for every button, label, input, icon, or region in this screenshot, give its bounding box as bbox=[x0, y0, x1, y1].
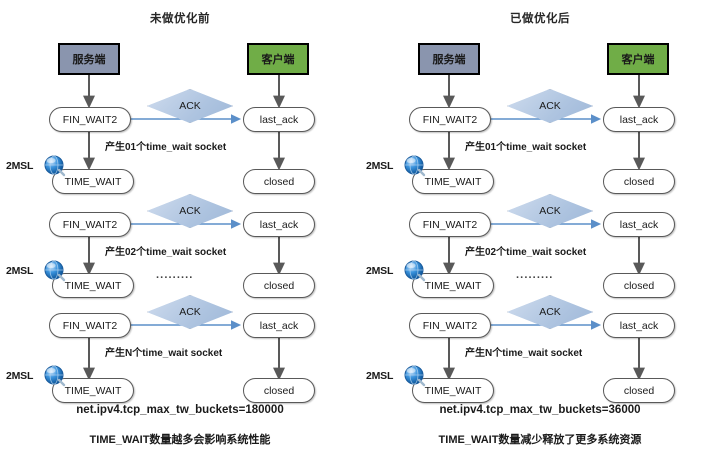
socket-note-row2-before: 产生02个time_wait socket bbox=[105, 247, 227, 258]
ellipsis-after: ········· bbox=[516, 272, 554, 284]
endpoint-client-before: 客户端 bbox=[247, 43, 309, 75]
ack-diamond-row3-after: ACK bbox=[507, 295, 593, 329]
sysctl-caption-before: net.ipv4.tcp_max_tw_buckets=180000 bbox=[76, 404, 284, 416]
clock-globe-icon-row1-before bbox=[44, 155, 66, 177]
socket-note-row1-after: 产生01个time_wait socket bbox=[465, 142, 587, 153]
node-closed-row1-before: closed bbox=[243, 169, 315, 194]
clock-globe-icon-row3-before bbox=[44, 365, 66, 387]
endpoint-server-before: 服务端 bbox=[58, 43, 120, 75]
ack-label-row1-before: ACK bbox=[179, 100, 201, 112]
panel-after-optimization: 已做优化后 bbox=[360, 0, 720, 452]
ack-diamond-row2-after: ACK bbox=[507, 194, 593, 228]
node-fin-wait2-row3-after: FIN_WAIT2 bbox=[409, 313, 491, 338]
socket-note-row3-after: 产生N个time_wait socket bbox=[465, 348, 583, 359]
ack-label-row2-before: ACK bbox=[179, 205, 201, 217]
msl-label-row2-after: 2MSL bbox=[366, 265, 394, 277]
ellipsis-before: ········· bbox=[156, 272, 194, 284]
node-last-ack-row1-after: last_ack bbox=[603, 107, 675, 132]
node-time-wait-row3-before: TIME_WAIT bbox=[52, 378, 134, 403]
socket-note-row3-before: 产生N个time_wait socket bbox=[105, 348, 223, 359]
node-last-ack-row3-after: last_ack bbox=[603, 313, 675, 338]
panel-before-optimization: 未做优化前 bbox=[6, 13, 315, 446]
ack-label-row2-after: ACK bbox=[539, 205, 561, 217]
node-last-ack-row2-after: last_ack bbox=[603, 212, 675, 237]
ack-diamond-row2-before: ACK bbox=[147, 194, 233, 228]
node-closed-row3-after: closed bbox=[603, 378, 675, 403]
clock-globe-icon-row2-after bbox=[404, 260, 426, 282]
node-fin-wait2-row3-before: FIN_WAIT2 bbox=[49, 313, 131, 338]
node-fin-wait2-row1-before: FIN_WAIT2 bbox=[49, 107, 131, 132]
clock-globe-icon-row1-after bbox=[404, 155, 426, 177]
msl-label-row1-before: 2MSL bbox=[6, 160, 34, 172]
node-closed-row2-after: closed bbox=[603, 273, 675, 298]
node-time-wait-row2-before: TIME_WAIT bbox=[52, 273, 134, 298]
panel-title-before: 未做优化前 bbox=[150, 13, 210, 25]
clock-globe-icon-row3-after bbox=[404, 365, 426, 387]
clock-globe-icon-row2-before bbox=[44, 260, 66, 282]
msl-label-row3-before: 2MSL bbox=[6, 370, 34, 382]
sysctl-caption-after: net.ipv4.tcp_max_tw_buckets=36000 bbox=[439, 404, 641, 416]
ack-label-row1-after: ACK bbox=[539, 100, 561, 112]
node-last-ack-row2-before: last_ack bbox=[243, 212, 315, 237]
node-time-wait-row1-before: TIME_WAIT bbox=[52, 169, 134, 194]
node-time-wait-row2-after: TIME_WAIT bbox=[412, 273, 494, 298]
ack-diamond-row1-before: ACK bbox=[147, 89, 233, 123]
ack-diamond-row3-before: ACK bbox=[147, 295, 233, 329]
node-time-wait-row1-after: TIME_WAIT bbox=[412, 169, 494, 194]
ack-label-row3-after: ACK bbox=[539, 306, 561, 318]
node-fin-wait2-row2-before: FIN_WAIT2 bbox=[49, 212, 131, 237]
node-closed-row2-before: closed bbox=[243, 273, 315, 298]
node-last-ack-row3-before: last_ack bbox=[243, 313, 315, 338]
socket-note-row2-after: 产生02个time_wait socket bbox=[465, 247, 587, 258]
node-time-wait-row3-after: TIME_WAIT bbox=[412, 378, 494, 403]
socket-note-row1-before: 产生01个time_wait socket bbox=[105, 142, 227, 153]
msl-label-row1-after: 2MSL bbox=[366, 160, 394, 172]
node-closed-row1-after: closed bbox=[603, 169, 675, 194]
msl-label-row2-before: 2MSL bbox=[6, 265, 34, 277]
node-fin-wait2-row1-after: FIN_WAIT2 bbox=[409, 107, 491, 132]
node-closed-row3-before: closed bbox=[243, 378, 315, 403]
summary-caption-before: TIME_WAIT数量越多会影响系统性能 bbox=[89, 434, 271, 446]
node-last-ack-row1-before: last_ack bbox=[243, 107, 315, 132]
node-fin-wait2-row2-after: FIN_WAIT2 bbox=[409, 212, 491, 237]
endpoint-server-after: 服务端 bbox=[418, 43, 480, 75]
ack-label-row3-before: ACK bbox=[179, 306, 201, 318]
summary-caption-after: TIME_WAIT数量减少释放了更多系统资源 bbox=[438, 434, 642, 446]
msl-label-row3-after: 2MSL bbox=[366, 370, 394, 382]
ack-diamond-row1-after: ACK bbox=[507, 89, 593, 123]
endpoint-client-after: 客户端 bbox=[607, 43, 669, 75]
panel-title-after: 已做优化后 bbox=[510, 13, 570, 25]
